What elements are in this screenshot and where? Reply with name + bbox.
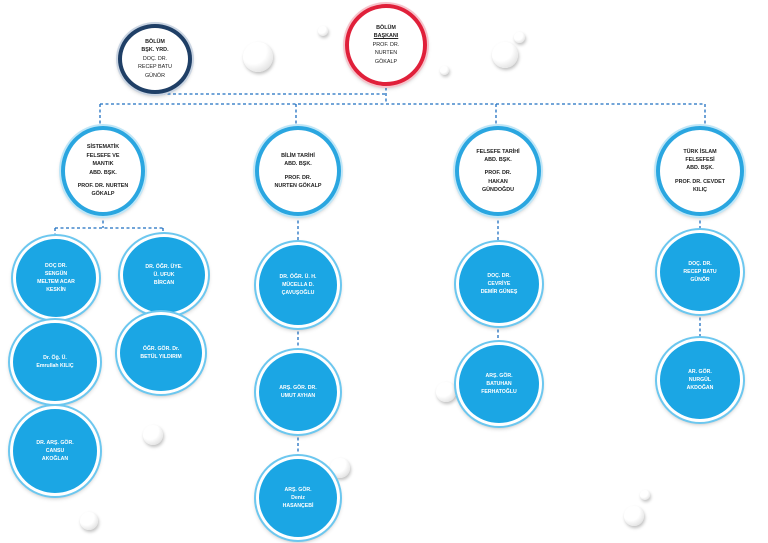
staff-line: MELTEM ACAR [37,279,75,285]
dept-line: KILIÇ [692,187,708,194]
staff-line: HASANÇEBİ [282,503,314,510]
dept-line: PROF. DR. [284,174,312,181]
staff-node[interactable]: ARŞ. GÖR. BATUHAN FERHATOĞLU [456,342,542,426]
dept-line: BİLİM TARİHİ [281,152,315,159]
staff-line: BATUHAN [486,380,512,387]
department-node-turkish-islamic-philosophy[interactable]: TÜRK İSLAM FELSEFESİ ABD. BŞK. PROF. DR.… [656,126,744,216]
department-node-history-of-science[interactable]: BİLİM TARİHİ ABD. BŞK. PROF. DR. NURTEN … [255,126,341,216]
staff-line: SENGÜN [44,270,68,277]
staff-line: ARŞ. GÖR. DR. [279,384,317,391]
decor-bubble [640,490,650,500]
staff-line: ARŞ. GÖR. [284,486,312,493]
dept-line: ABD. BŞK. [686,165,714,172]
staff-line: BİRCAN [153,280,175,287]
deputy-line-4: RECEP BATU [138,64,172,71]
staff-line: UMUT AYHAN [280,393,316,399]
staff-line: DEMİR GÜNEŞ [480,289,518,296]
head-line-4: NURTEN [374,50,398,57]
staff-line: Ü. UFUK [153,271,175,278]
decor-bubble [492,42,518,68]
dept-line: FELSEFE TARİHİ [476,148,520,155]
staff-line: Dr. Öğ. Ü. [43,354,67,361]
staff-line: AKDOĞAN [686,385,714,392]
decor-bubble [330,458,350,478]
decor-bubble [436,382,456,402]
staff-node[interactable]: DR. ÖĞR. Ü. H. MÜCELLA D. ÇAVUŞOĞLU [256,242,340,328]
dept-line: ABD. BŞK. [89,169,117,176]
dept-line: GÖKALP [91,191,115,198]
deputy-head-node[interactable]: BÖLÜM BŞK. YRD. DOÇ. DR. RECEP BATU GÜNÖ… [118,24,192,94]
staff-node[interactable]: ARŞ. GÖR. DR. UMUT AYHAN [256,350,340,434]
staff-line: ÇAVUŞOĞLU [281,290,315,297]
staff-line: AR. GÖR. [688,368,712,375]
decor-bubble [440,66,449,75]
deputy-line-3: DOÇ. DR. [142,55,168,62]
decor-bubble [143,425,163,445]
staff-node[interactable]: DOÇ. DR. RECEP BATU GÜNÖR [657,230,743,314]
deputy-line-2: BŞK. YRD. [141,47,169,54]
decor-bubble [243,42,273,72]
head-line-5: GÖKALP [374,58,398,65]
staff-line: BETÜL YILDIRIM [140,354,182,360]
staff-line: CANSU [45,447,65,454]
dept-line: PROF. DR. NURTEN [77,182,129,189]
staff-line: NURGÜL [688,376,712,383]
staff-line: MÜCELLA D. [282,281,314,288]
head-line-3: PROF. DR. [372,41,400,48]
department-node-systematic-philosophy[interactable]: SİSTEMATİK FELSEFE VE MANTIK ABD. BŞK. P… [61,126,145,216]
dept-line: TÜRK İSLAM [683,148,717,155]
decor-bubble [624,506,644,526]
staff-node[interactable]: DR. ÖĞR. ÜYE. Ü. UFUK BİRCAN [120,234,208,316]
dept-line: FELSEFESİ [685,156,715,163]
department-head-node[interactable]: BÖLÜM BAŞKANI PROF. DR. NURTEN GÖKALP [345,4,427,86]
staff-line: DOÇ. DR. [487,272,511,279]
dept-line: HAKAN [488,178,508,185]
staff-node[interactable]: DR. ARŞ. GÖR. CANSU AKOĞLAN [10,406,100,496]
staff-node[interactable]: DOÇ DR. SENGÜN MELTEM ACAR KESKİN [13,236,99,320]
deputy-line-5: GÜNÖR [144,72,166,79]
decor-bubble [80,512,98,530]
staff-node[interactable]: Dr. Öğ. Ü. Emrullah KILIÇ [10,320,100,404]
staff-line: ÖĞR. GÖR. Dr. [142,345,180,352]
staff-line: GÜNÖR [690,277,710,284]
decor-bubble [514,32,525,43]
decor-bubble [318,26,328,36]
dept-line: FELSEFE VE [86,152,120,159]
staff-line: Emrullah KILIÇ [36,363,74,369]
staff-line: DOÇ. DR. [688,260,712,267]
dept-line: ABD. BŞK. [284,161,312,168]
staff-line: KESKİN [46,287,66,294]
head-line-2: BAŞKANI [373,33,399,40]
staff-line: DR. ÖĞR. ÜYE. [145,263,183,270]
staff-line: AKOĞLAN [41,456,69,463]
staff-node[interactable]: AR. GÖR. NURGÜL AKDOĞAN [657,338,743,422]
staff-line: ARŞ. GÖR. [485,372,513,379]
dept-line: SİSTEMATİK [86,144,120,151]
department-node-history-of-philosophy[interactable]: FELSEFE TARİHİ ABD. BŞK. PROF. DR. HAKAN… [455,126,541,216]
dept-line: NURTEN GÖKALP [274,182,322,189]
staff-line: Deniz [291,494,305,501]
staff-line: RECEP BATU [683,268,717,275]
staff-node[interactable]: ÖĞR. GÖR. Dr. BETÜL YILDIRIM [117,312,205,394]
staff-line: CEVRİYE [487,280,511,287]
dept-line: PROF. DR. CEVDET [674,178,726,185]
staff-line: DR. ÖĞR. Ü. H. [279,273,317,280]
dept-line: ABD. BŞK. [484,156,512,163]
staff-node[interactable]: ARŞ. GÖR. Deniz HASANÇEBİ [256,456,340,540]
staff-line: DOÇ DR. [45,262,67,269]
staff-line: DR. ARŞ. GÖR. [36,439,74,446]
dept-line: MANTIK [92,161,114,168]
dept-line: PROF. DR. [484,170,512,177]
head-line-1: BÖLÜM [376,25,396,32]
staff-node[interactable]: DOÇ. DR. CEVRİYE DEMİR GÜNEŞ [456,242,542,326]
dept-line: GÜNDOĞDU [481,187,515,194]
deputy-line-1: BÖLÜM [145,39,165,46]
staff-line: FERHATOĞLU [481,389,517,396]
